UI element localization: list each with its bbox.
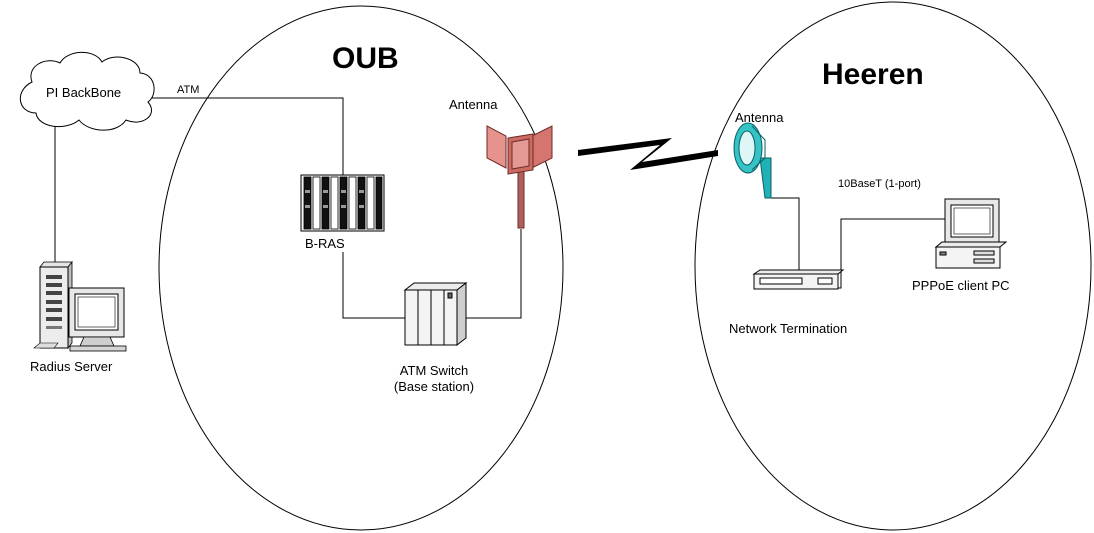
- oub-site-title: OUB: [332, 42, 399, 75]
- ethernet-link-label: 10BaseT (1-port): [838, 178, 921, 190]
- dish-antenna-icon: [733, 122, 772, 199]
- rack-router-icon: [300, 174, 385, 232]
- switch-to-antenna-line: [466, 229, 522, 319]
- lightning-link-icon: [578, 138, 718, 170]
- atm-link-line: [149, 97, 344, 182]
- network-termination-icon: [752, 269, 845, 290]
- radius-server-label: Radius Server: [30, 359, 113, 374]
- atm-switch-label-line2: (Base station): [393, 379, 475, 394]
- network-termination-label: Network Termination: [729, 321, 848, 336]
- atm-switch-cabinet-icon: [403, 281, 468, 347]
- antenna-left-label: Antenna: [449, 97, 498, 112]
- heeren-site-title: Heeren: [822, 58, 924, 91]
- bras-to-switch-line: [342, 252, 405, 319]
- atm-link-label: ATM: [177, 84, 200, 96]
- heeren-site-boundary: [694, 1, 1092, 531]
- server-monitor-icon: [68, 287, 127, 352]
- atm-switch-label-line1: ATM Switch: [399, 363, 469, 378]
- bras-label: B-RAS: [305, 236, 345, 251]
- cloud-icon: [20, 51, 155, 131]
- dish-to-nt-line: [771, 197, 800, 274]
- server-tower-icon: [33, 260, 73, 350]
- atm-switch-label: ATM Switch (Base station): [370, 363, 498, 395]
- client-pc-label: PPPoE client PC: [912, 278, 1010, 293]
- oub-site-boundary: [158, 5, 564, 531]
- desktop-pc-icon: [934, 198, 1008, 269]
- antenna-right-label: Antenna: [735, 110, 784, 125]
- backbone-label: PI BackBone: [46, 85, 122, 100]
- sector-antenna-icon: [486, 125, 553, 229]
